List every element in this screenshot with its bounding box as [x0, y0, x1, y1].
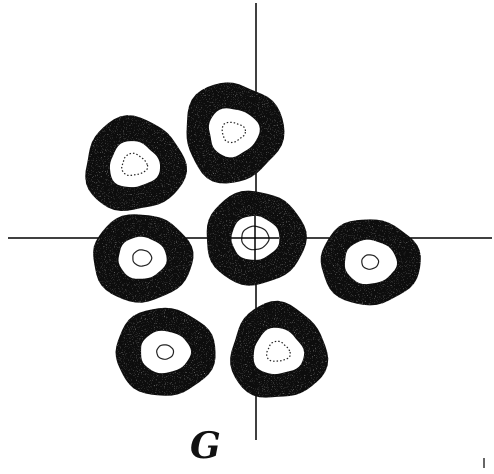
ring-dotted-contour — [156, 344, 175, 360]
figure-label: G — [190, 425, 221, 467]
ring-dotted-contour — [121, 152, 149, 177]
ring-core — [344, 239, 397, 285]
ring-core — [118, 236, 167, 279]
ring-6 — [115, 307, 216, 396]
ring-dotted-contour — [266, 340, 291, 362]
ring-2 — [85, 115, 187, 211]
ring-4 — [93, 214, 194, 303]
ring-3 — [206, 190, 307, 286]
ring-core — [208, 108, 260, 158]
ring-5 — [320, 219, 421, 306]
ring-core — [109, 141, 160, 188]
ring-dotted-contour — [361, 254, 380, 270]
ring-7 — [230, 300, 329, 398]
ring-1 — [186, 82, 285, 184]
ring-core — [253, 327, 304, 375]
ring-core — [141, 330, 192, 374]
ring-dotted-contour — [221, 121, 246, 144]
ring-dotted-contour — [132, 249, 153, 267]
